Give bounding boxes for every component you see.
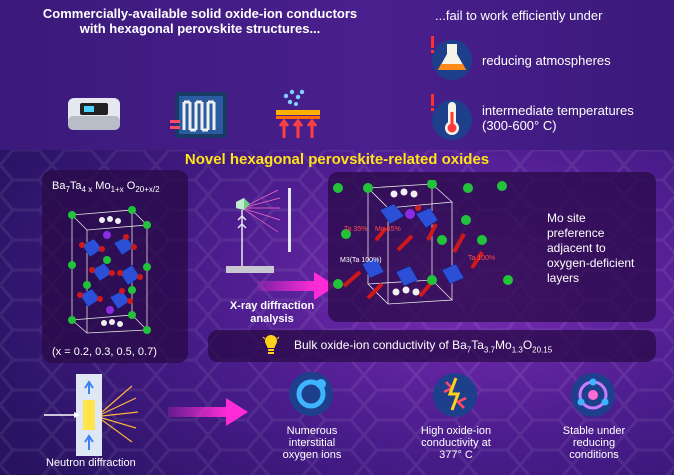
feature-high-conductivity: High oxide-ion conductivity at 377° C: [420, 425, 492, 461]
oxygen-ion-icon: [289, 372, 333, 416]
thermometer-icon: [431, 94, 472, 140]
stability-icon: [571, 373, 615, 417]
mo-site-preference-text: Mo site preference adjacent to oxygen-de…: [547, 211, 635, 285]
crystal-structure-large: [333, 180, 513, 305]
conductivity-icon: [433, 373, 477, 417]
xrd-arrow: [258, 272, 336, 300]
fail-title: ...fail to work efficiently under: [435, 8, 603, 23]
fuel-cell-icon: [276, 89, 320, 138]
pulse-oximeter-icon: [68, 98, 120, 130]
x-values-label: (x = 0.2, 0.3, 0.5, 0.7): [52, 346, 157, 358]
commercial-conductors-title: Commercially-available solid oxide-ion c…: [42, 6, 358, 36]
bulk-conductivity-bar: [208, 330, 656, 362]
intermediate-temperatures-label: intermediate temperatures: [482, 103, 634, 118]
xray-diffractometer-icon: [226, 188, 291, 273]
mo-site-panel: [328, 172, 656, 322]
structure-panel: [42, 170, 188, 363]
ta100-label: Ta 100%: [468, 255, 496, 262]
crystal-structure-small: [68, 206, 151, 334]
neutron-diffraction-icon: [44, 374, 139, 456]
xrd-label: X-ray diffraction analysis: [229, 300, 315, 325]
neutron-arrow: [168, 398, 248, 426]
temperature-range-label: (300-600° C): [482, 118, 557, 133]
mo65-label: Mo 65%: [375, 226, 401, 233]
feature-stable-reducing: Stable under reducing conditions: [562, 425, 626, 461]
heater-icon: [170, 92, 227, 138]
lightbulb-icon: [262, 335, 280, 354]
m3-label: M3(Ta 100%): [340, 257, 382, 264]
novel-oxides-title: Novel hexagonal perovskite-related oxide…: [184, 151, 490, 168]
neutron-diffraction-label: Neutron diffraction: [46, 457, 136, 469]
flask-icon: [431, 36, 472, 80]
reducing-atmospheres-label: reducing atmospheres: [482, 53, 611, 68]
formula-label: Ba7Ta4 x Mo1+x O20+x/2: [52, 180, 160, 195]
feature-interstitial-oxygen: Numerous interstitial oxygen ions: [282, 425, 342, 461]
ta35-label: Ta 35%: [344, 226, 368, 233]
bulk-conductivity-text: Bulk oxide-ion conductivity of Ba7Ta3.7M…: [294, 338, 553, 355]
